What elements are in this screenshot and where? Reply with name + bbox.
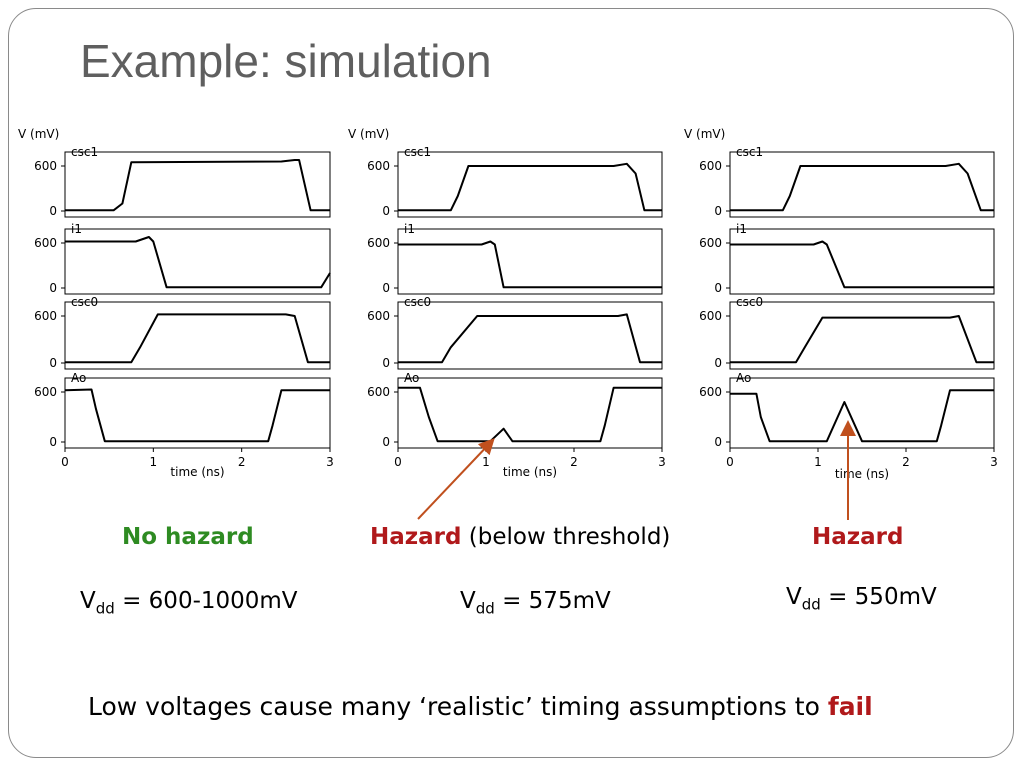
caption-rest: (below threshold) — [461, 524, 671, 550]
subplot-frame — [64, 377, 331, 449]
caption-panel-3: Hazard — [812, 524, 903, 550]
y-tick-label: 0 — [49, 204, 57, 218]
y-tick-label: 600 — [367, 385, 390, 399]
series-label: i1 — [404, 222, 415, 236]
series-label: csc0 — [71, 295, 98, 309]
x-tick-label: 3 — [658, 455, 666, 469]
vdd-label-1: Vdd = 600-1000mV — [80, 588, 298, 618]
series-label: Ao — [736, 371, 751, 385]
series-label: csc1 — [71, 145, 98, 159]
y-tick-label: 0 — [49, 281, 57, 295]
subplot-frame — [729, 377, 995, 449]
waveform-csc1 — [730, 162, 994, 212]
series-label: csc0 — [736, 295, 763, 309]
x-tick-label: 1 — [814, 455, 822, 469]
caption-strong: Hazard — [812, 524, 904, 550]
y-tick-label: 600 — [34, 309, 57, 323]
subplot-frame — [729, 151, 995, 218]
waveform-Ao — [398, 386, 662, 443]
x-tick-label: 0 — [394, 455, 402, 469]
x-axis-label: time (ns) — [170, 465, 224, 479]
series-label: csc0 — [404, 295, 431, 309]
y-axis-label: V (mV) — [348, 127, 389, 141]
x-tick-label: 2 — [570, 455, 578, 469]
caption-panel-1: No hazard — [122, 524, 254, 550]
x-tick-label: 0 — [726, 455, 734, 469]
waveform-Ao — [730, 389, 994, 443]
x-tick-label: 1 — [482, 455, 490, 469]
hazard-arrow-2 — [417, 438, 495, 520]
vdd-label-3: Vdd = 550mV — [786, 584, 937, 614]
y-tick-label: 0 — [49, 356, 57, 370]
y-tick-label: 600 — [699, 159, 722, 173]
x-tick-label: 2 — [238, 455, 246, 469]
y-tick-label: 0 — [382, 204, 390, 218]
y-tick-label: 0 — [382, 281, 390, 295]
waveform-csc0 — [398, 313, 662, 364]
vdd-label-2: Vdd = 575mV — [460, 588, 611, 618]
subplot-frame — [729, 301, 995, 370]
y-tick-label: 0 — [714, 204, 722, 218]
y-tick-label: 0 — [714, 356, 722, 370]
x-axis-label: time (ns) — [503, 465, 557, 479]
footer-statement: Low voltages cause many ‘realistic’ timi… — [88, 692, 873, 721]
series-label: csc1 — [404, 145, 431, 159]
x-tick-label: 1 — [150, 455, 158, 469]
subplot-frame — [64, 301, 331, 370]
x-tick-label: 2 — [902, 455, 910, 469]
y-tick-label: 600 — [699, 236, 722, 250]
series-label: i1 — [736, 222, 747, 236]
y-tick-label: 600 — [699, 385, 722, 399]
y-axis-label: V (mV) — [684, 127, 725, 141]
footer-emphasis: fail — [827, 692, 873, 721]
waveform-i1 — [730, 240, 994, 289]
y-tick-label: 600 — [367, 236, 390, 250]
x-tick-label: 3 — [326, 455, 334, 469]
waveform-csc0 — [730, 315, 994, 364]
series-label: csc1 — [736, 145, 763, 159]
subplot-frame — [397, 301, 663, 370]
waveform-csc0 — [65, 313, 330, 364]
y-tick-label: 600 — [34, 385, 57, 399]
subplot-frame — [397, 228, 663, 295]
y-tick-label: 0 — [714, 435, 722, 449]
x-tick-label: 3 — [990, 455, 998, 469]
y-axis-label: V (mV) — [18, 127, 59, 141]
subplot-frame — [729, 228, 995, 295]
waveform-i1 — [398, 240, 662, 289]
slide-title: Example: simulation — [80, 35, 492, 87]
subplot-frame — [64, 228, 331, 295]
y-tick-label: 600 — [34, 159, 57, 173]
y-tick-label: 600 — [699, 309, 722, 323]
subplot-frame — [64, 151, 331, 218]
y-tick-label: 600 — [367, 159, 390, 173]
y-tick-label: 0 — [714, 281, 722, 295]
caption-panel-2: Hazard (below threshold) — [370, 524, 670, 550]
subplot-frame — [397, 377, 663, 449]
waveform-csc1 — [65, 159, 330, 212]
subplot-frame — [397, 151, 663, 218]
waveform-csc1 — [398, 162, 662, 212]
waveform-Ao — [64, 388, 330, 443]
y-tick-label: 0 — [382, 356, 390, 370]
series-label: i1 — [71, 222, 82, 236]
y-tick-label: 600 — [34, 236, 57, 250]
series-label: Ao — [71, 371, 86, 385]
footer-text: Low voltages cause many ‘realistic’ timi… — [88, 692, 828, 721]
slide-frame — [8, 8, 1014, 758]
waveform-i1 — [65, 236, 331, 289]
caption-strong: Hazard — [370, 524, 462, 550]
caption-strong: No hazard — [122, 524, 254, 550]
y-tick-label: 600 — [367, 309, 390, 323]
y-tick-label: 0 — [382, 435, 390, 449]
y-tick-label: 0 — [49, 435, 57, 449]
series-label: Ao — [404, 371, 419, 385]
x-tick-label: 0 — [61, 455, 69, 469]
x-axis-label: time (ns) — [835, 467, 889, 481]
